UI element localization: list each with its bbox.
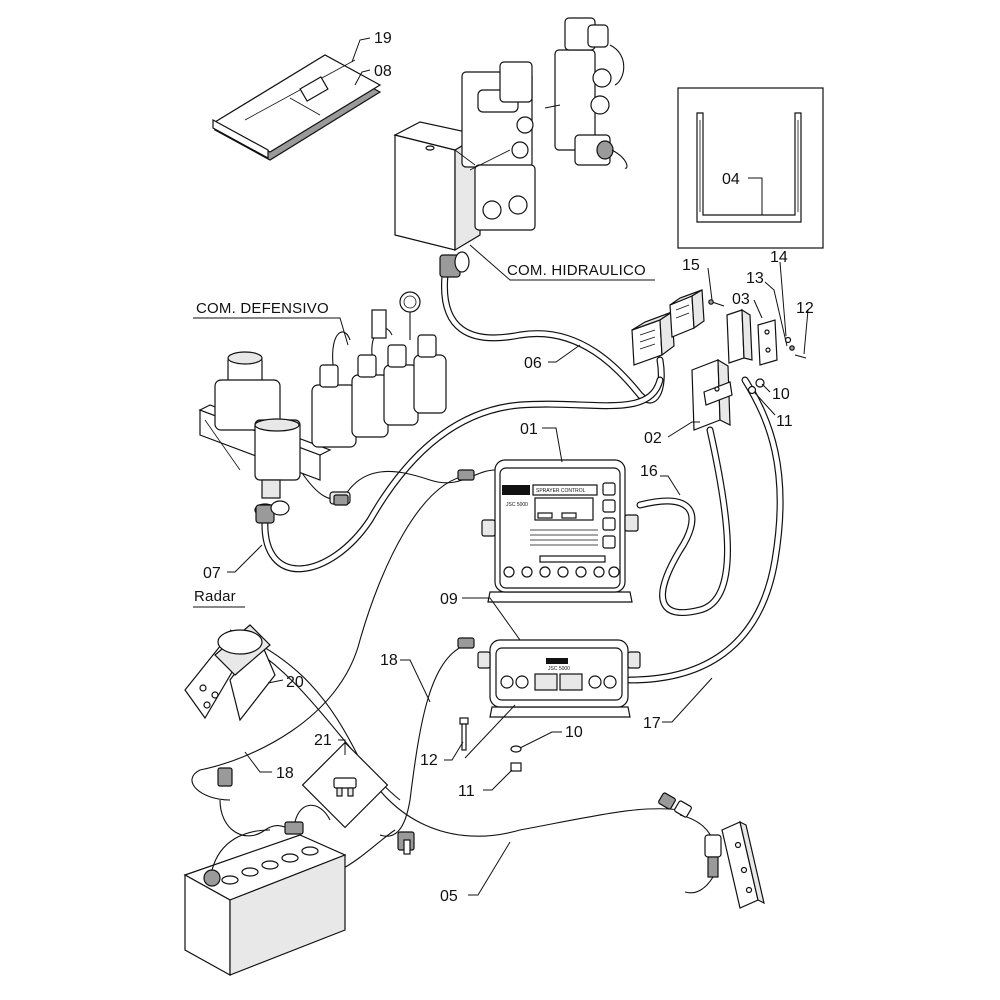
callout-14: 14 — [770, 249, 788, 266]
callout-18-upper: 18 — [380, 652, 398, 669]
manual-booklet — [212, 54, 382, 161]
callout-04: 04 — [722, 171, 740, 188]
harness-connectors — [333, 469, 475, 649]
label-com-defensivo: COM. DEFENSIVO — [196, 300, 329, 317]
switch-box: JSC 5000 — [477, 639, 641, 718]
callout-03: 03 — [732, 291, 750, 308]
callout-19: 19 — [374, 30, 392, 47]
switchbox-model: JSC 5000 — [548, 666, 570, 672]
label-radar: Radar — [194, 588, 236, 605]
callout-13: 13 — [746, 270, 764, 287]
monitor-header: SPRAYER CONTROL — [536, 488, 586, 494]
callout-02: 02 — [644, 430, 662, 447]
callout-06: 06 — [524, 355, 542, 372]
callout-16: 16 — [640, 463, 658, 480]
callout-09: 09 — [440, 591, 458, 608]
monitor-model: JSC 5000 — [506, 502, 528, 508]
cable-07 — [261, 376, 664, 573]
callout-08: 08 — [374, 63, 392, 80]
junction-box-06b — [669, 288, 705, 338]
fuse-holder — [397, 831, 415, 855]
fasteners-top — [708, 299, 807, 395]
junction-box-06a — [631, 310, 675, 366]
callout-01: 01 — [520, 421, 538, 438]
hydraulic-valve-block — [544, 17, 628, 169]
sprayer-control-monitor: SPRAYER CONTROL JSC 5000 — [481, 459, 639, 603]
callout-15: 15 — [682, 257, 700, 274]
bracket-03 — [726, 308, 778, 366]
sensor-connector — [658, 792, 692, 818]
battery-clip — [217, 767, 233, 787]
speed-sensor-bracket — [684, 820, 765, 909]
monitor-switch-row — [503, 555, 620, 578]
callout-05: 05 — [440, 888, 458, 905]
bracket-02 — [691, 358, 733, 431]
callout-11-bottom: 11 — [458, 783, 475, 800]
callout-10-top: 10 — [772, 386, 790, 403]
battery — [183, 804, 347, 977]
callout-18-lower: 18 — [276, 765, 294, 782]
radar-sensor — [184, 624, 276, 722]
fasteners-bottom — [459, 717, 522, 772]
callout-17: 17 — [643, 715, 661, 732]
callout-20: 20 — [286, 674, 304, 691]
label-com-hidraulico: COM. HIDRAULICO — [507, 262, 646, 279]
cable-17 — [626, 376, 784, 684]
fuse-inset — [301, 741, 389, 829]
mounting-frame-box — [677, 87, 824, 249]
callout-11-top: 11 — [776, 413, 793, 430]
defensive-command-valves — [198, 291, 447, 524]
callout-07: 07 — [203, 565, 221, 582]
callout-21: 21 — [314, 732, 332, 749]
callout-12-bottom: 12 — [420, 752, 438, 769]
cable-16 — [636, 426, 731, 616]
callout-12-top: 12 — [796, 300, 814, 317]
cable-06 — [440, 271, 665, 404]
callout-10-bottom: 10 — [565, 724, 583, 741]
hydraulic-command-box — [393, 61, 536, 278]
